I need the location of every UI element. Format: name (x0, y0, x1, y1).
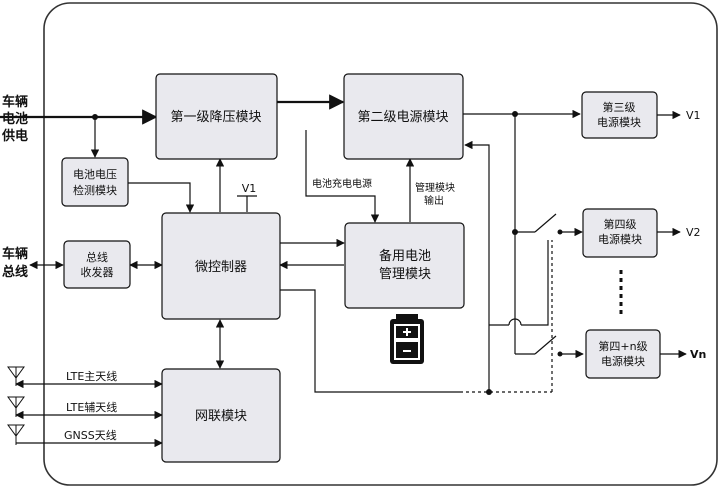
stage2-power-label: 第二级电源模块 (357, 110, 448, 125)
voltage-detect-label-line2: 检测模块 (73, 183, 117, 197)
battery-charge-label: 电池充电电源 (312, 177, 372, 190)
antenna-icon (7, 424, 25, 445)
network-block (161, 368, 281, 463)
vehicle-power-label-line2: 电池 (2, 111, 28, 127)
bus-transceiver-block (63, 240, 131, 289)
switch-blade (534, 335, 557, 355)
voltage-detect-block (61, 157, 129, 207)
stage4n-power-label-line2: 电源模块 (601, 354, 645, 368)
wire (128, 182, 195, 213)
wire (280, 289, 460, 393)
mcu-label: 微控制器 (195, 260, 247, 275)
bus-transceiver-label-line2: 收发器 (81, 265, 114, 279)
mcu-v1-label: V1 (242, 182, 257, 195)
stage1-buck-label: 第一级降压模块 (170, 110, 261, 125)
backup-battery-label-line2: 管理模块 (379, 267, 431, 282)
mgmt-output-label-line2: 输出 (424, 194, 444, 207)
vehicle-power-label-line3: 供电 (1, 128, 28, 144)
vehicle-bus-label-line1: 车辆 (2, 246, 28, 262)
stage4n-power-block (585, 329, 661, 379)
wire-hop (508, 318, 522, 326)
switch-blade (534, 213, 557, 233)
stage4-power-label-line1: 第四级 (604, 217, 637, 231)
vehicle-bus-label-line2: 总线 (2, 264, 28, 280)
lte-main-label: LTE主天线 (66, 369, 117, 383)
wire (305, 130, 380, 223)
antenna-icon (7, 366, 25, 386)
stage4n-power-label-line1: 第四+n级 (598, 339, 647, 353)
gnss-label: GNSS天线 (64, 428, 117, 442)
network-label: 网联模块 (195, 409, 247, 424)
stage4-power-block (582, 208, 658, 258)
wire (464, 140, 490, 392)
wire (521, 240, 549, 326)
junction-dot (486, 389, 492, 395)
stage3-power-label-line2: 电源模块 (597, 115, 641, 129)
antenna-icon (7, 396, 25, 417)
output-vn-label: Vn (690, 348, 706, 361)
bus-transceiver-label-line1: 总线 (86, 250, 108, 264)
stage4-power-label-line2: 电源模块 (598, 232, 642, 246)
mcu-block (161, 212, 281, 320)
stage3-power-block (581, 91, 658, 139)
vehicle-power-label-line1: 车辆 (2, 94, 28, 110)
lte-aux-label: LTE辅天线 (66, 400, 117, 414)
backup-battery-label-line1: 备用电池 (379, 248, 431, 264)
output-v1-label: V1 (686, 109, 701, 122)
stage2-power-block (343, 73, 464, 160)
output-v2-label: V2 (686, 226, 701, 239)
stage3-power-label-line1: 第三级 (603, 100, 636, 114)
stage1-buck-block (155, 73, 278, 160)
battery-icon (390, 314, 424, 364)
mgmt-output-label-line1: 管理模块 (415, 181, 455, 194)
backup-battery-block (344, 222, 465, 309)
voltage-detect-label-line1: 电池电压 (73, 168, 117, 181)
